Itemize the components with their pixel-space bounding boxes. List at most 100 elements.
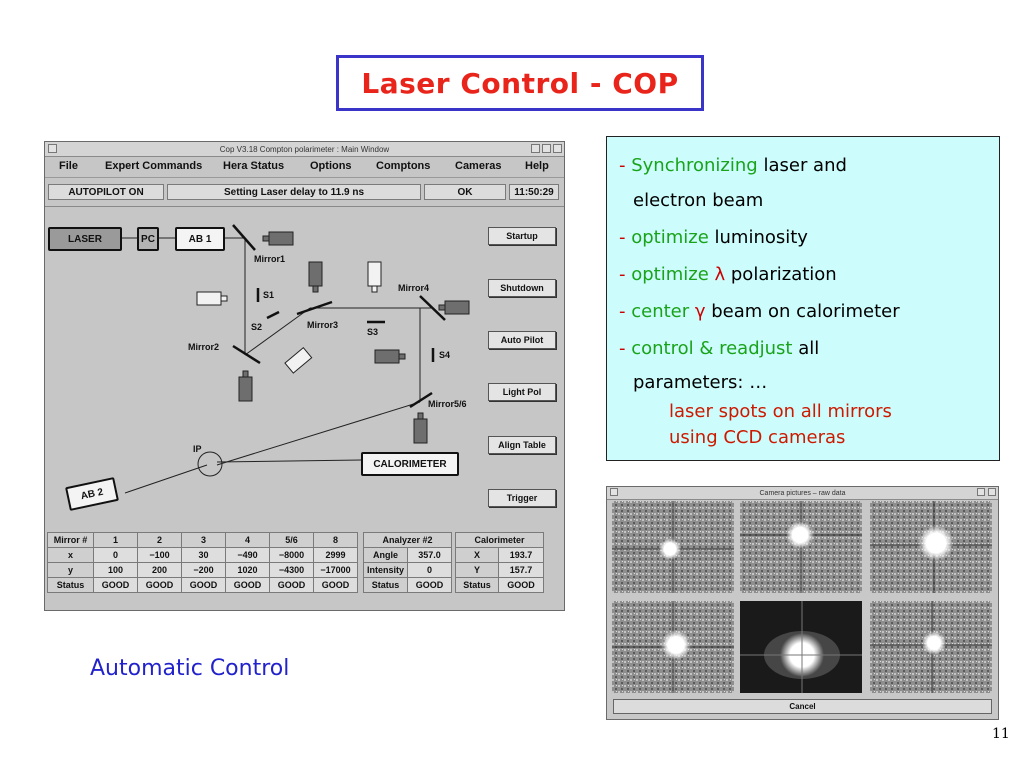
table-cell: Status [47,577,94,593]
auto-pilot-button[interactable]: Auto Pilot [488,331,556,349]
status-time: 11:50:29 [509,184,559,200]
camera-image[interactable] [740,501,862,593]
bullet-list: - Synchronizing laser and electron beam … [606,136,1000,461]
ab1-box[interactable]: AB 1 [175,227,225,251]
bullet-continuation: parameters: … [633,372,768,393]
table-header: 5/6 [269,532,314,548]
align-table-button[interactable]: Align Table [488,436,556,454]
camera-image[interactable] [870,601,992,693]
light-pol-button[interactable]: Light Pol [488,383,556,401]
status-message: Setting Laser delay to 11.9 ns [167,184,421,200]
beam-lines [122,224,470,494]
menu-options[interactable]: Options [310,160,352,172]
menu-hera-status[interactable]: Hera Status [223,160,285,172]
mirror4 [419,295,446,321]
bullet-text: luminosity [708,227,808,248]
mirror3-label: Mirror3 [307,320,339,330]
s4-label: S4 [439,350,451,360]
bullet-text: polarization [725,264,837,285]
trigger-button[interactable]: Trigger [488,489,556,507]
camera-image[interactable] [740,601,862,693]
camera-image[interactable] [612,601,734,693]
mirror2-label: Mirror2 [188,342,220,352]
camera-icon [284,346,313,374]
table-cell: GOOD [313,577,358,593]
laser-box[interactable]: LASER [48,227,122,251]
table-cell: Status [455,577,499,593]
bullet-text: all [792,338,820,359]
mirror1 [232,224,256,251]
mirror3 [296,300,333,316]
table-cell: 193.7 [497,547,545,563]
table-row: x 0 −100 30 −490 −8000 2999 [47,547,358,563]
table-cell: GOOD [93,577,138,593]
caption: Automatic Control [90,656,290,681]
close-icon[interactable] [553,144,562,153]
table-cell: GOOD [269,577,314,593]
table-cell: 1020 [225,562,270,578]
table-cell: 30 [181,547,226,563]
table-cell: 157.7 [497,562,545,578]
slide-title: Laser Control - COP [336,55,704,111]
calorimeter-box[interactable]: CALORIMETER [361,452,459,476]
bullet-keyword: optimize [631,264,709,285]
table-header: Calorimeter [455,532,544,548]
menu-cameras[interactable]: Cameras [455,160,502,172]
menu-expert-commands[interactable]: Expert Commands [105,160,203,172]
interaction-point [197,451,223,477]
camera-image[interactable] [870,501,992,593]
optics-diagram: LASER PC AB 1 CALORIMETER AB 2 Mirror1 S… [45,210,481,530]
shutdown-button[interactable]: Shutdown [488,279,556,297]
table-cell: GOOD [137,577,182,593]
camera-image[interactable] [612,501,734,593]
window-menu-icon[interactable] [48,144,57,153]
table-row: Status GOOD [363,577,452,593]
status-result: OK [424,184,506,200]
camera-icon [444,300,470,315]
status-bar: AUTOPILOT ON Setting Laser delay to 11.9… [45,184,564,200]
table-cell: Status [363,577,408,593]
mirror2 [232,344,261,365]
table-cell: x [47,547,94,563]
mirror56-label: Mirror5/6 [428,399,467,409]
table-header: 4 [225,532,270,548]
bullet-dash: - [619,155,632,176]
table-row: Y 157.7 [455,562,545,578]
table-cell: −4300 [269,562,314,578]
table-row: y 100 200 −200 1020 −4300 −17000 [47,562,358,578]
bullet-dash: - [619,338,632,359]
table-cell: GOOD [407,577,452,593]
bullet-text: laser and [757,155,847,176]
calorimeter-table: Calorimeter X 193.7 Y 157.7 Status GOOD [455,532,545,593]
cancel-button[interactable]: Cancel [613,699,992,714]
table-row: Analyzer #2 [363,532,452,548]
menu-comptons[interactable]: Comptons [376,160,431,172]
bullet-item: - optimize λ polarization [619,256,993,293]
camera-icon [238,376,253,402]
mirror56 [409,391,433,409]
bullet-keyword: center [631,301,690,322]
table-header: 3 [181,532,226,548]
camera-window-title: Camera pictures – raw data [759,489,846,497]
pc-box[interactable]: PC [137,227,159,251]
startup-button[interactable]: Startup [488,227,556,245]
table-cell: 357.0 [407,547,452,563]
camera-window: Camera pictures – raw data [606,486,999,720]
window-menu-icon[interactable] [610,488,618,496]
maximize-icon[interactable] [542,144,551,153]
bullet-dash: - [619,264,632,285]
menu-file[interactable]: File [59,160,78,172]
bullet-text: beam on calorimeter [705,301,900,322]
table-cell: −100 [137,547,182,563]
bullet-dash: - [619,301,632,322]
table-cell: GOOD [181,577,226,593]
analyzer-table: Analyzer #2 Angle 357.0 Intensity 0 Stat… [363,532,452,593]
minimize-icon[interactable] [977,488,985,496]
menu-help[interactable]: Help [525,160,549,172]
minimize-icon[interactable] [531,144,540,153]
camera-icon [196,291,222,306]
bullet-item: - optimize luminosity [619,219,993,256]
page-number: 11 [992,726,1010,742]
close-icon[interactable] [988,488,996,496]
s1-label: S1 [263,290,275,300]
